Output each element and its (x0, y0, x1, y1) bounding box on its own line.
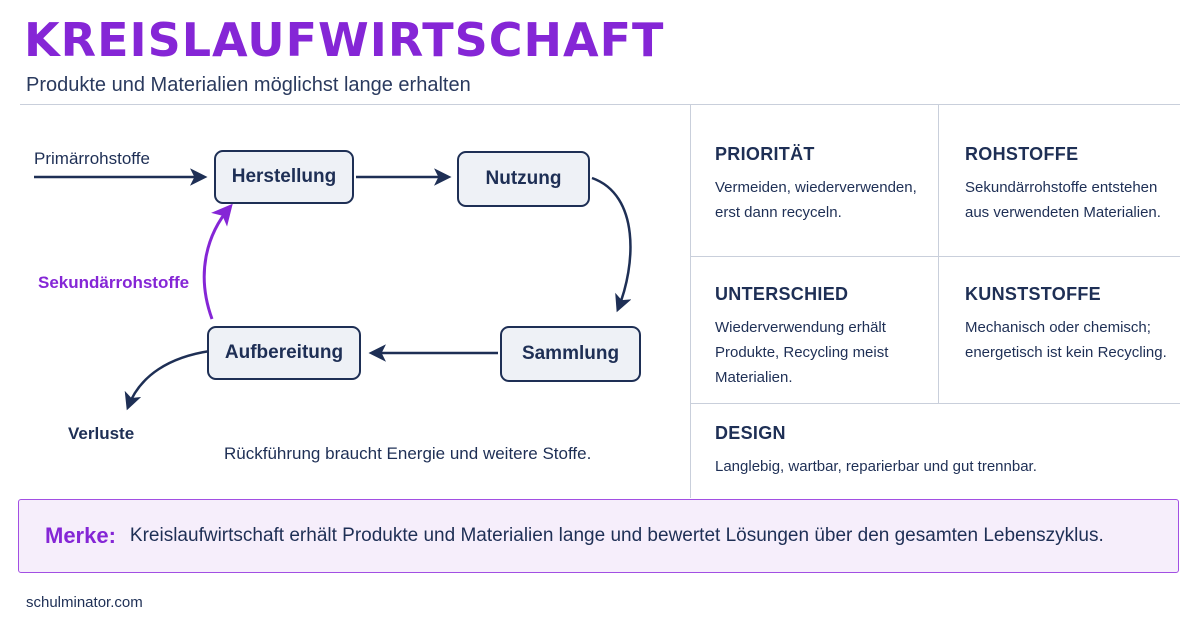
page-subtitle: Produkte und Materialien möglichst lange… (26, 74, 471, 96)
card-text: Sekundärrohstoffe entstehen aus verwende… (965, 175, 1180, 225)
grid-divider-row1 (691, 256, 1180, 257)
arrow-nutzung-to-sammlung (591, 176, 632, 313)
card-kunststoffe: KUNSTSTOFFE Mechanisch oder chemisch; en… (965, 283, 1180, 365)
card-heading: PRIORITÄT (715, 144, 815, 164)
card-text-line: aus verwendeten Materialien. (965, 204, 1161, 221)
card-text-line: energetisch ist kein Recycling. (965, 344, 1167, 361)
card-text: Langlebig, wartbar, reparierbar und gut … (715, 454, 1175, 479)
card-prioritaet: PRIORITÄT Vermeiden, wiederverwenden, er… (715, 143, 930, 225)
label-sekundaerrohstoffe: Sekundärrohstoffe (38, 273, 190, 292)
diagram-arrows (34, 168, 632, 411)
card-text-line: Materialien. (715, 369, 793, 386)
header-divider (20, 104, 1180, 105)
label-primaerrohstoffe: Primärrohstoffe (34, 149, 150, 168)
card-text-line: Mechanisch oder chemisch; (965, 319, 1151, 336)
page-title: KREISLAUFWIRTSCHAFT (24, 13, 665, 67)
grid-divider-row2 (691, 403, 1180, 404)
arrow-aufbereitung-to-verluste (124, 349, 211, 411)
card-heading: DESIGN (715, 423, 786, 443)
cycle-diagram: Herstellung Nutzung Sammlung Aufbereitun… (0, 105, 690, 498)
card-heading: UNTERSCHIED (715, 284, 849, 304)
node-herstellung: Herstellung (214, 150, 354, 204)
callout-label: Merke: (45, 523, 116, 548)
callout-text: Kreislaufwirtschaft erhält Produkte und … (129, 525, 1104, 546)
card-text: Wiederverwendung erhält Produkte, Recycl… (715, 315, 930, 390)
card-text-line: erst dann recyceln. (715, 204, 842, 221)
card-rohstoffe: ROHSTOFFE Sekundärrohstoffe entstehen au… (965, 143, 1180, 225)
footer-source: schulminator.com (26, 594, 143, 611)
card-design: DESIGN Langlebig, wartbar, reparierbar u… (715, 422, 1175, 479)
card-unterschied: UNTERSCHIED Wiederverwendung erhält Prod… (715, 283, 930, 390)
card-text-line: Langlebig, wartbar, reparierbar und gut … (715, 458, 1037, 475)
card-text-line: Sekundärrohstoffe entstehen (965, 179, 1158, 196)
grid-divider-middle (938, 105, 939, 403)
card-text-line: Vermeiden, wiederverwenden, (715, 179, 917, 196)
arrow-aufbereitung-to-herstellung (202, 203, 233, 320)
node-aufbereitung: Aufbereitung (207, 326, 361, 380)
node-sammlung: Sammlung (500, 326, 641, 382)
card-text: Mechanisch oder chemisch; energetisch is… (965, 315, 1180, 365)
card-heading: KUNSTSTOFFE (965, 284, 1101, 304)
card-text-line: Produkte, Recycling meist (715, 344, 889, 361)
grid-divider-vertical (690, 105, 691, 498)
merke-callout: Merke: Kreislaufwirtschaft erhält Produk… (18, 499, 1179, 573)
node-nutzung: Nutzung (457, 151, 590, 207)
label-verluste: Verluste (68, 424, 135, 443)
card-heading: ROHSTOFFE (965, 144, 1079, 164)
card-text: Vermeiden, wiederverwenden, erst dann re… (715, 175, 930, 225)
diagram-note: Rückführung braucht Energie und weitere … (224, 444, 592, 463)
card-text-line: Wiederverwendung erhält (715, 319, 886, 336)
